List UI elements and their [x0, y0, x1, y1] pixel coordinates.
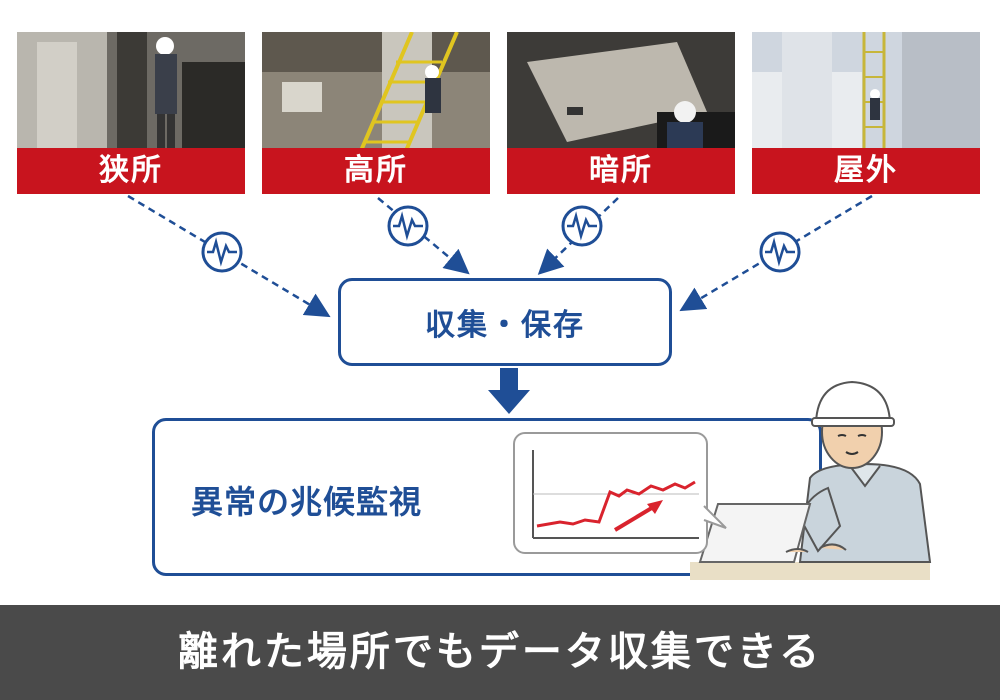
trend-chart-bubble	[513, 432, 708, 554]
outdoor-tank-ladder-photo	[752, 32, 980, 160]
caption-bar: 離れた場所でもデータ収集できる	[0, 605, 1000, 700]
rising-trend-chart	[532, 450, 699, 539]
photo-height	[262, 32, 490, 160]
location-label-height: 高所	[262, 148, 490, 194]
photo-narrow	[17, 32, 245, 160]
location-label-outdoor: 屋外	[752, 148, 980, 194]
collect-store-box: 収集・保存	[338, 278, 672, 366]
sensor-wave-icon	[561, 205, 603, 247]
down-arrow-icon	[488, 368, 530, 414]
sensor-wave-icon	[201, 231, 243, 273]
connector-layer	[127, 194, 873, 414]
sensor-wave-icon	[759, 231, 801, 273]
location-label-dark: 暗所	[507, 148, 735, 194]
photo-outdoor	[752, 32, 980, 160]
caption-text: 離れた場所でもデータ収集できる	[177, 629, 823, 675]
trend-up-arrow-icon	[613, 504, 657, 532]
bubble-tail	[703, 505, 727, 529]
trend-line	[536, 480, 696, 528]
worker-on-ladder-photo	[262, 32, 490, 160]
helmet-worker-laptop-icon	[690, 380, 932, 580]
sensor-wave-icon	[387, 205, 429, 247]
location-label-narrow: 狭所	[17, 148, 245, 194]
anomaly-monitor-label: 異常の兆候監視	[191, 483, 423, 521]
collect-store-label: 収集・保存	[425, 308, 585, 343]
worker-in-narrow-space-photo	[17, 32, 245, 160]
